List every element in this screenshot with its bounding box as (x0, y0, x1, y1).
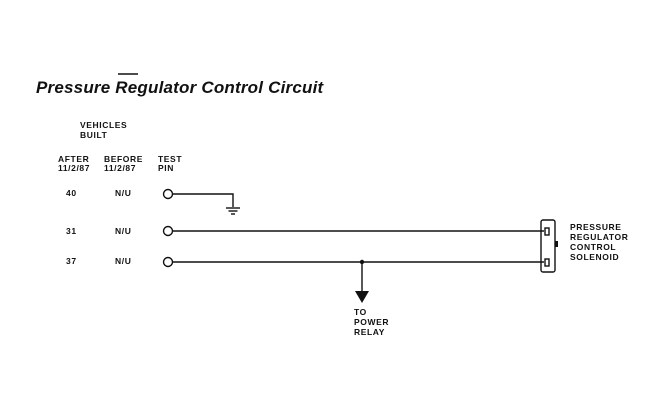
ground-icon (226, 207, 240, 215)
diagram-title: Pressure Regulator Control Circuit (36, 78, 324, 97)
solenoid-label-line-3: CONTROL (570, 242, 617, 252)
header-pin: PIN (158, 163, 174, 173)
test-pin-3 (162, 256, 174, 268)
row-3-after: 37 (66, 256, 77, 266)
row-3-before: N/U (115, 256, 132, 266)
row-2-before: N/U (115, 226, 132, 236)
wire-pin-1-ground (173, 193, 234, 207)
test-pin-2 (162, 225, 174, 237)
row-2-after: 31 (66, 226, 77, 236)
header-test: TEST (158, 154, 183, 164)
header-before-date: 11/2/87 (104, 163, 137, 173)
header-before: BEFORE (104, 154, 144, 164)
relay-label-line-2: POWER (354, 317, 390, 327)
solenoid-label-line-1: PRESSURE (570, 222, 622, 232)
header-built: BUILT (80, 130, 108, 140)
solenoid-tab (555, 241, 558, 247)
junction-dot (359, 259, 365, 265)
solenoid-label-line-4: SOLENOID (570, 252, 620, 262)
header-after-date: 11/2/87 (58, 163, 91, 173)
test-pin-1 (162, 188, 174, 200)
solenoid-label-line-2: REGULATOR (570, 232, 629, 242)
relay-label-line-1: TO (354, 307, 367, 317)
relay-label-line-3: RELAY (354, 327, 386, 337)
solenoid-terminal-2 (544, 258, 550, 267)
header-vehicles: VEHICLES (80, 120, 128, 130)
solenoid-terminal-1 (544, 227, 550, 236)
row-1-after: 40 (66, 188, 77, 198)
row-1-before: N/U (115, 188, 132, 198)
header-after: AFTER (58, 154, 90, 164)
arrow-down-icon (355, 291, 369, 303)
